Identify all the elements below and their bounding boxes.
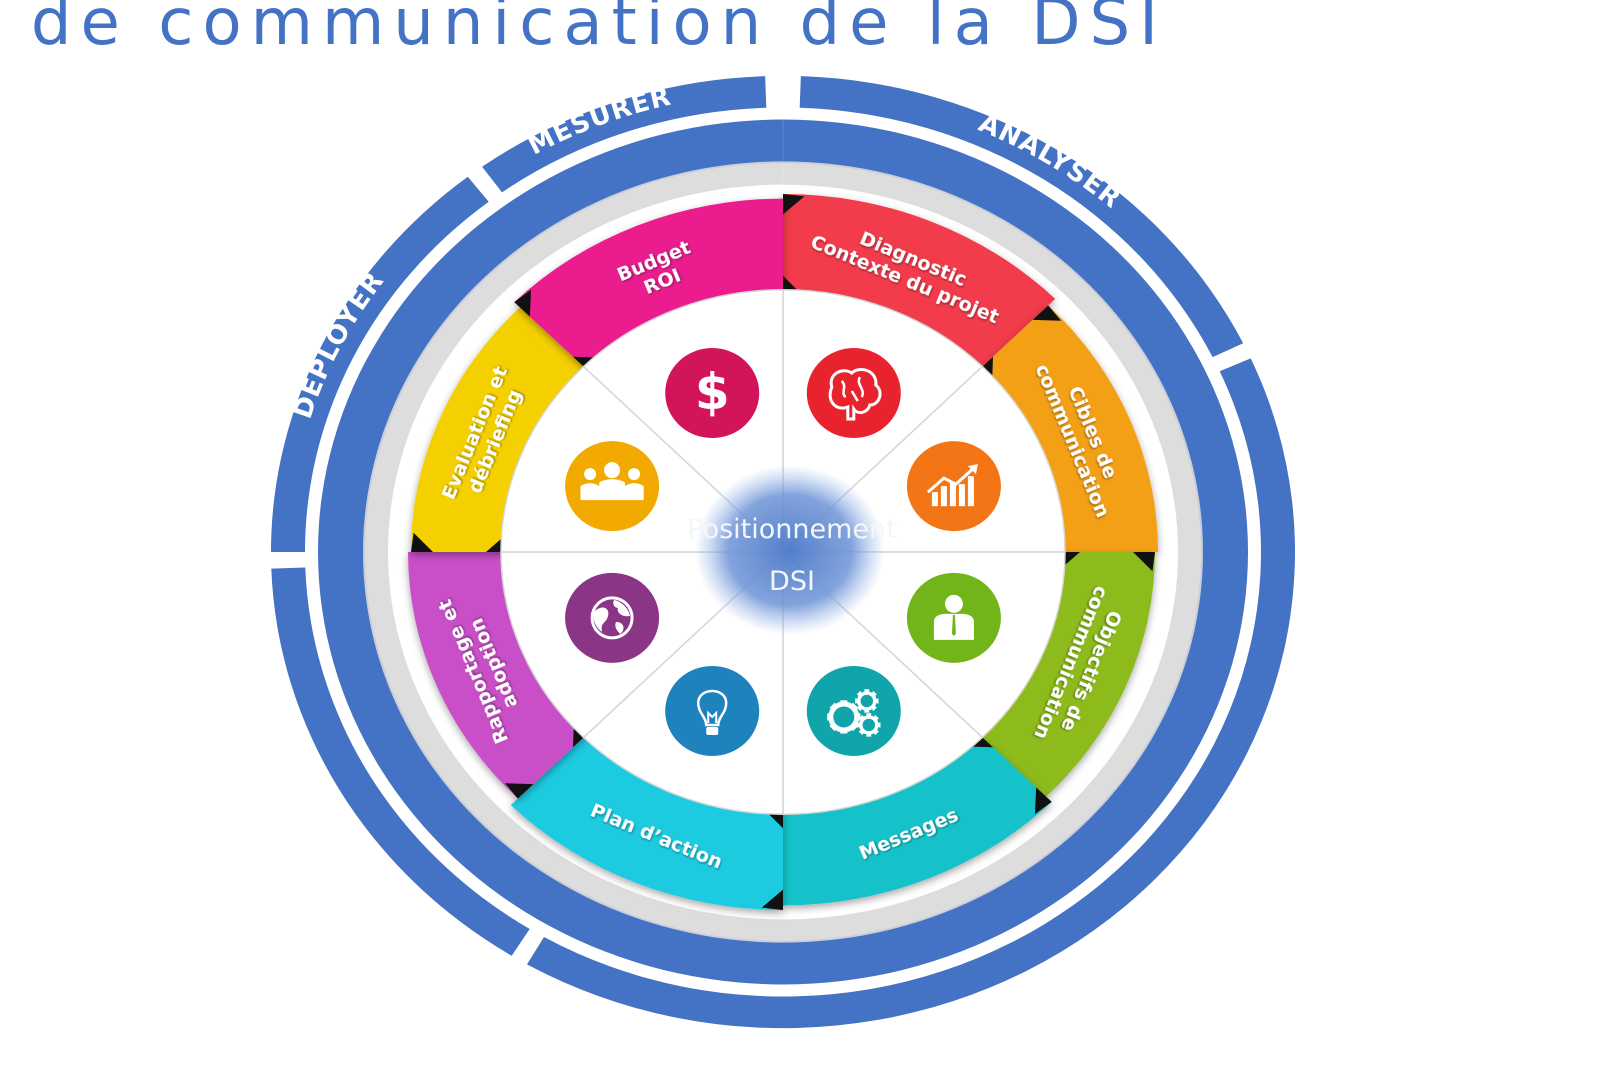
globe-outline bbox=[590, 596, 634, 640]
segment-budget-roi bbox=[514, 198, 783, 372]
globe-icon bbox=[565, 572, 660, 663]
center-label-line1: Positionnement bbox=[687, 514, 896, 545]
segment-cibles-de-communication bbox=[977, 305, 1158, 552]
segment-rapportage-et-adoption bbox=[408, 552, 589, 799]
arrow-head bbox=[967, 464, 978, 475]
bulb-outline bbox=[696, 689, 728, 727]
gear-ring bbox=[857, 691, 877, 711]
icon-circle bbox=[665, 348, 760, 439]
segment-messages bbox=[783, 732, 1052, 906]
bar bbox=[958, 484, 965, 507]
fold-marker bbox=[1034, 787, 1052, 815]
bar bbox=[949, 482, 956, 507]
fold-marker bbox=[411, 532, 433, 552]
fold-marker bbox=[504, 783, 534, 799]
tie bbox=[951, 614, 956, 636]
page-title: n de communication de la DSI bbox=[0, 0, 1167, 60]
bar bbox=[940, 486, 947, 507]
center-glow bbox=[695, 465, 885, 635]
growth-chart-icon bbox=[906, 441, 1001, 532]
center-hub: Positionnement DSI bbox=[687, 465, 897, 635]
bar bbox=[931, 492, 938, 507]
segment-objectifs-de-communication bbox=[977, 552, 1155, 797]
brain-folds bbox=[840, 376, 864, 402]
fold-marker bbox=[1032, 305, 1062, 321]
icon-circle bbox=[565, 572, 660, 663]
person-body bbox=[599, 479, 625, 501]
segment-evaluation-et-debriefing bbox=[411, 307, 589, 552]
segment-diagnostic-contexte-du-projet bbox=[783, 193, 1056, 372]
brain-outline bbox=[828, 368, 882, 421]
gear-ring bbox=[828, 701, 860, 733]
head bbox=[944, 594, 963, 613]
dollar-glyph: $ bbox=[695, 363, 730, 421]
person-body bbox=[624, 483, 644, 501]
phase-arc-mesurer bbox=[482, 76, 767, 193]
person-body bbox=[580, 483, 600, 501]
lightbulb-icon bbox=[665, 665, 760, 756]
fold-marker bbox=[783, 193, 805, 215]
trend-line bbox=[926, 465, 977, 494]
fold-marker bbox=[761, 889, 783, 911]
fold-marker bbox=[514, 289, 532, 317]
continents bbox=[593, 599, 631, 634]
icon-circle bbox=[665, 665, 760, 756]
person-head bbox=[604, 462, 621, 479]
icon-circles: $ bbox=[565, 348, 1001, 756]
brain-icon bbox=[806, 348, 901, 439]
phase-arc-deployer bbox=[271, 176, 489, 552]
center-label-line2: DSI bbox=[769, 566, 815, 597]
dollar-icon: $ bbox=[665, 348, 760, 439]
fold-marker bbox=[1133, 552, 1155, 572]
person-head bbox=[628, 468, 641, 481]
person-head bbox=[584, 468, 597, 481]
gear-ring bbox=[859, 715, 879, 735]
bar bbox=[967, 476, 974, 507]
businessman-icon bbox=[906, 572, 1001, 663]
gears-icon bbox=[806, 665, 901, 756]
phase-arc-concevoir bbox=[271, 567, 530, 956]
bulb-base bbox=[706, 726, 719, 735]
filament bbox=[707, 710, 718, 723]
phase-arc-analyser bbox=[799, 76, 1244, 358]
team-icon bbox=[565, 441, 660, 532]
segment-plan-d-action bbox=[510, 732, 783, 911]
